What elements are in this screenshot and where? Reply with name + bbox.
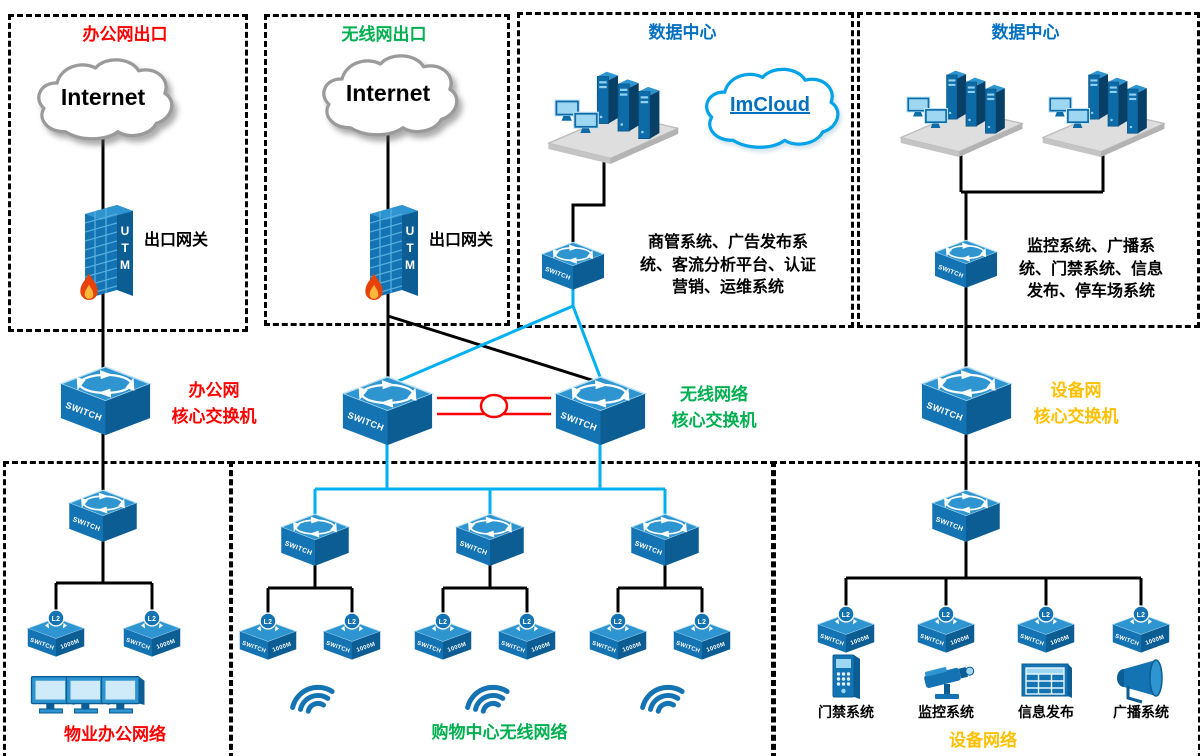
- mall-l2-switch-1: L2 SWITCH 1000M: [237, 610, 299, 661]
- svg-text:L2: L2: [842, 612, 851, 619]
- device-l2-switch-4: L2 SWITCH 1000M: [1110, 603, 1172, 654]
- device-l2-switch-3: L2 SWITCH 1000M: [1015, 603, 1077, 654]
- office-core-switch: SWITCH: [58, 364, 153, 438]
- label-cctv: 监控系统: [918, 704, 974, 720]
- zone-office-exit-box: [8, 14, 248, 332]
- device-core-label: 设备网 核心交换机: [1033, 381, 1119, 426]
- dc-mgmt-switch: SWITCH: [540, 240, 606, 292]
- wifi-signal-2: [458, 668, 522, 720]
- wifi-signal-1: [283, 668, 347, 720]
- zone-title-office-exit: 办公网出口: [82, 25, 168, 44]
- imcloud-label: ImCloud: [730, 94, 810, 116]
- device-dist-switch: SWITCH: [930, 488, 1002, 544]
- internet-label-wireless: Internet: [345, 80, 431, 106]
- internet-label-office: Internet: [60, 84, 146, 110]
- svg-text:L2: L2: [1137, 612, 1146, 619]
- gateway-label-office: 出口网关: [144, 232, 209, 249]
- utm-label-office: UTM: [118, 224, 132, 275]
- mall-dist-switch-2: SWITCH: [454, 512, 526, 568]
- zone-title-wireless-exit: 无线网出口: [341, 25, 427, 44]
- cctv-camera-icon: [918, 658, 978, 704]
- label-mall-wireless: 购物中心无线网络: [431, 723, 568, 742]
- zone-title-datacenter-mgmt: 数据中心: [648, 23, 717, 42]
- mall-l2-switch-4: L2 SWITCH 1000M: [496, 610, 558, 661]
- mall-l2-switch-3: L2 SWITCH 1000M: [412, 610, 474, 661]
- svg-text:L2: L2: [614, 619, 623, 626]
- svg-text:L2: L2: [264, 619, 273, 626]
- svg-text:L2: L2: [348, 619, 357, 626]
- stack-ring: [479, 393, 509, 419]
- label-info-display: 信息发布: [1018, 704, 1074, 720]
- svg-text:L2: L2: [698, 619, 707, 626]
- zone-datacenter-mgmt-box: [517, 12, 854, 328]
- wifi-signal-3: [633, 668, 697, 720]
- svg-text:L2: L2: [1042, 612, 1051, 619]
- property-l2-switch-2: L2 SWITCH 1000M: [121, 607, 183, 658]
- dc-mgmt-systems-text: 商管系统、广告发布系统、客流分析平台、认证营销、运维系统: [640, 234, 817, 297]
- access-control-icon: [826, 652, 866, 702]
- mall-l2-switch-2: L2 SWITCH 1000M: [321, 610, 383, 661]
- zone-datacenter-device-box: [857, 12, 1200, 328]
- dc-device-systems-text: 监控系统、广播系统、门禁系统、信息发布、停车场系统: [1018, 238, 1163, 301]
- mall-l2-switch-6: L2 SWITCH 1000M: [671, 610, 733, 661]
- zone-device-network-box: [771, 461, 1200, 756]
- dc-device-switch: SWITCH: [933, 238, 999, 290]
- info-display-icon: [1020, 660, 1074, 706]
- device-l2-switch-1: L2 SWITCH 1000M: [815, 603, 877, 654]
- device-l2-switch-2: L2 SWITCH 1000M: [915, 603, 977, 654]
- mall-dist-switch-3: SWITCH: [629, 512, 701, 568]
- wireless-core-label: 无线网络 核心交换机: [671, 385, 757, 430]
- stack-links: [437, 393, 551, 419]
- svg-text:L2: L2: [942, 612, 951, 619]
- svg-text:L2: L2: [148, 616, 157, 623]
- property-l2-switch-1: L2 SWITCH 1000M: [25, 607, 87, 658]
- server-cluster-device-1: [876, 52, 1026, 158]
- office-pc-3: [100, 674, 146, 717]
- gateway-label-wireless: 出口网关: [429, 232, 494, 249]
- server-cluster-device-2: [1018, 52, 1168, 158]
- server-cluster-mgmt: [522, 52, 682, 165]
- office-core-label: 办公网 核心交换机: [171, 381, 257, 426]
- mall-dist-switch-1: SWITCH: [279, 512, 351, 568]
- mall-l2-switch-5: L2 SWITCH 1000M: [587, 610, 649, 661]
- label-broadcast: 广播系统: [1113, 704, 1169, 720]
- label-device-network: 设备网络: [949, 731, 1017, 750]
- label-property-office: 物业办公网络: [64, 725, 166, 744]
- property-dist-switch: SWITCH: [67, 488, 139, 544]
- wireless-core-switch-left: SWITCH: [340, 374, 435, 448]
- zone-title-datacenter-device: 数据中心: [991, 23, 1060, 42]
- svg-text:L2: L2: [52, 616, 61, 623]
- svg-text:L2: L2: [523, 619, 532, 626]
- device-core-switch: SWITCH: [919, 364, 1014, 438]
- broadcast-speaker-icon: [1112, 658, 1172, 706]
- utm-label-wireless: UTM: [403, 224, 417, 275]
- label-access-control: 门禁系统: [818, 704, 874, 720]
- wireless-core-switch-right: SWITCH: [553, 374, 648, 448]
- svg-text:L2: L2: [439, 619, 448, 626]
